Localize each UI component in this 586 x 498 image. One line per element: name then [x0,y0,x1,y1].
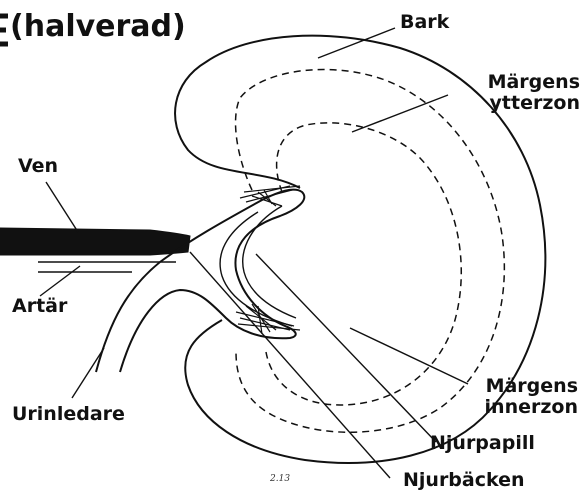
label-margens-innerzon-line2: innerzon [485,397,578,418]
leader-margens-innerzon [350,328,468,384]
label-margens-innerzon: Märgens innerzon [485,376,578,418]
leader-njurpapill [256,254,436,442]
label-ven: Ven [18,156,58,177]
renal-vein [0,228,190,255]
label-margens-ytterzon: Märgens ytterzon [488,72,580,114]
label-margens-ytterzon-line1: Märgens [488,72,580,93]
leader-ven [46,182,78,232]
leader-urinledare [72,348,104,398]
label-margens-ytterzon-line2: ytterzon [488,93,580,114]
artist-signature: 2.13 [270,474,290,484]
label-urinledare: Urinledare [12,404,125,425]
ureter [96,190,304,372]
leader-artar [40,266,80,296]
leader-margens-ytterzon [352,95,448,132]
label-bark: Bark [400,12,449,33]
title-cut-letter [0,16,8,44]
label-njurpapill: Njurpapill [430,433,535,454]
leader-njurbacken [190,252,390,478]
renal-papilla [220,212,292,326]
lower-vessel-bundle [236,304,300,334]
outer-medulla-boundary [236,70,505,433]
label-margens-innerzon-line1: Märgens [485,376,578,397]
label-njurbacken: Njurbäcken [403,470,525,491]
inner-medulla-boundary [266,123,461,405]
label-artar: Artär [12,296,67,317]
diagram-title: (halverad) [10,10,186,44]
